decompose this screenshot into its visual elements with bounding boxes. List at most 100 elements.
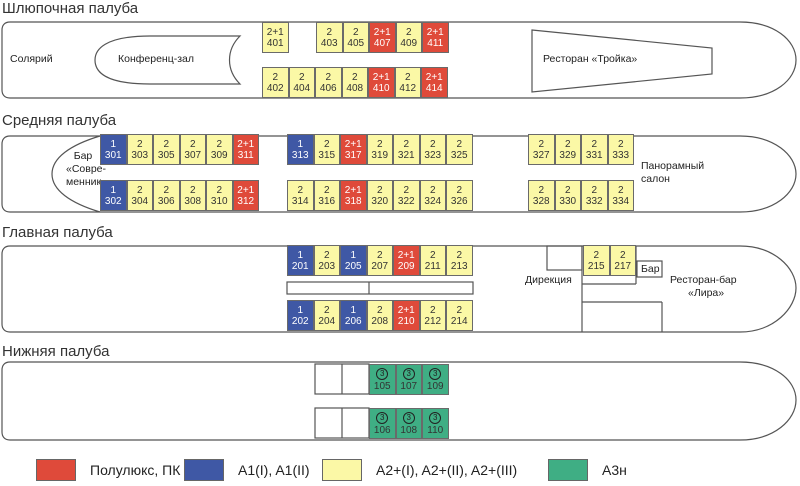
cabin-class: 2 [538,138,545,150]
cabin-number: 401 [266,37,284,49]
cabin-class: 2 [376,249,383,261]
cabin-number: 310 [210,195,228,207]
cabin-class: 2 [325,71,332,83]
cabin-class: 2 [376,138,383,150]
conference-hall-outline [94,35,242,85]
cabin-class: 2+1 [237,138,255,150]
cabin-number: 314 [291,195,309,207]
cabin-number: 311 [237,149,254,161]
cabin-class: 2 [403,184,410,196]
cabin-number: 331 [585,149,603,161]
deck-title-main: Главная палуба [2,224,113,241]
direction-room [546,245,583,271]
legend-swatch [184,459,224,481]
middle-deck-hull [1,135,797,213]
cabin-class: 2 [429,184,436,196]
cabin-number: 204 [318,315,336,327]
cabin-number: 303 [131,149,149,161]
cabin-class: 2 [136,184,143,196]
cabin-number: 404 [293,82,311,94]
bar-label: Бар [641,263,660,275]
legend-item-a2: A2+(I), A2+(II), A2+(III) [322,459,517,481]
deck-title-boat: Шлюпочная палуба [2,0,139,17]
cabin-class: 2 [216,184,223,196]
cabin-number: 305 [157,149,175,161]
cabin-class: 2 [403,138,410,150]
boat-deck-hull [1,21,797,99]
cabin-number: 307 [184,149,202,161]
cabin-class: 2 [564,184,571,196]
cabin-number: 213 [450,260,468,272]
